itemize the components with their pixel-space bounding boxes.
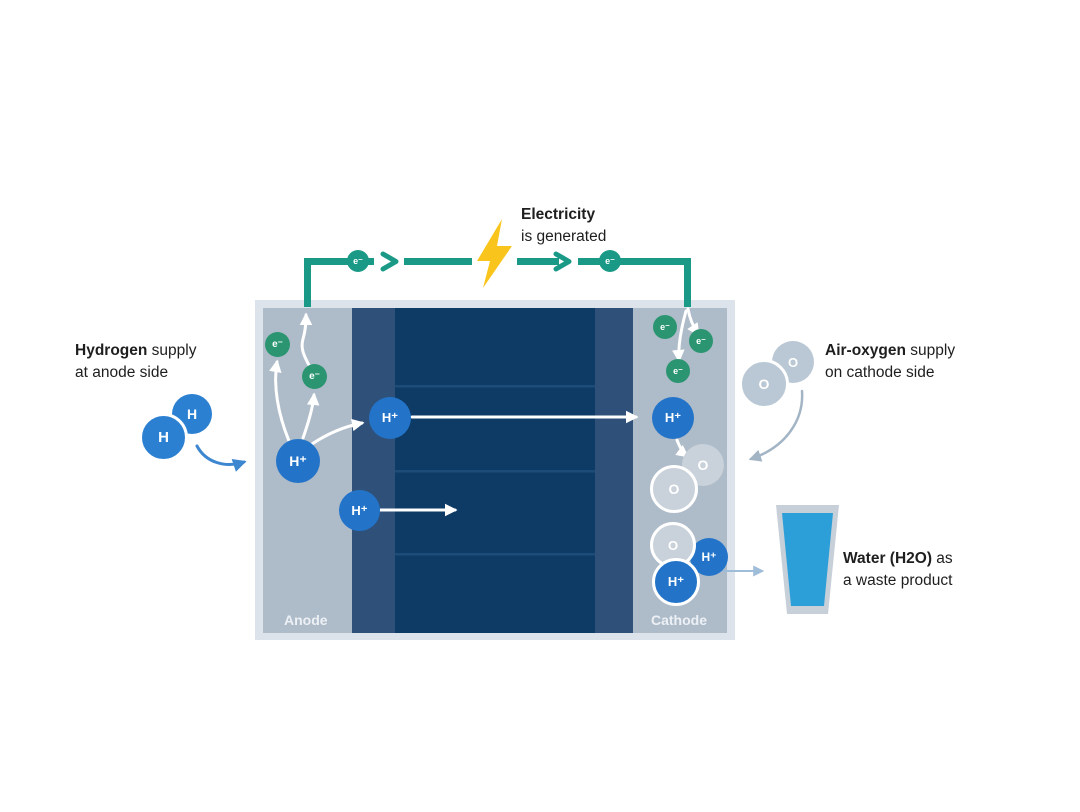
electron-anode-1: e⁻ — [265, 332, 290, 357]
electron-cathode-3: e⁻ — [666, 359, 690, 383]
circuit-wire-segment-c — [517, 258, 559, 265]
proton-to-electrode-arrow — [310, 418, 365, 446]
air-oxygen-supply-arrow — [748, 389, 804, 462]
circuit-wire-segment-d — [578, 258, 691, 265]
water-product-label: Water (H2O) as a waste product — [843, 550, 953, 589]
lightning-bolt-icon — [477, 219, 512, 288]
circuit-wire-right-vertical — [684, 258, 691, 307]
electricity-title: Electricity — [521, 206, 596, 223]
cathode-electrode — [595, 308, 633, 633]
water-cup-fill — [782, 513, 833, 606]
hydrogen-atom-front: H — [139, 413, 188, 462]
cathode-label: Cathode — [651, 612, 707, 628]
oxygen-cathode-front: O — [650, 465, 698, 513]
water-proton-bottom: H⁺ — [652, 558, 700, 606]
proton-membrane-1: H⁺ — [369, 397, 411, 439]
proton-anode: H⁺ — [276, 439, 320, 483]
electron-anode-2: e⁻ — [302, 364, 327, 389]
circuit-wire-left-vertical — [304, 258, 311, 307]
hydrogen-supply-arrow — [195, 444, 247, 472]
wire-to-electron-arrow-2 — [672, 309, 688, 363]
electron-on-wire-left: e⁻ — [347, 250, 369, 272]
hydrogen-supply-label: Hydrogen supply at anode side — [75, 342, 197, 381]
membrane-divider-3 — [395, 553, 595, 556]
air-oxygen-supply-label: Air-oxygen supply on cathode side — [825, 342, 956, 381]
electron-cathode-1: e⁻ — [653, 315, 677, 339]
proton-membrane-2: H⁺ — [339, 490, 380, 531]
anode-label: Anode — [284, 612, 328, 628]
wire-arrow-left-icon — [380, 251, 399, 272]
electron-arrow-1 — [269, 359, 291, 443]
circuit-wire-segment-b — [404, 258, 472, 265]
electricity-label: Electricity is generated — [521, 204, 606, 248]
electricity-subtitle: is generated — [521, 228, 607, 245]
anode-electrode — [352, 308, 395, 633]
membrane-divider-1 — [395, 385, 595, 388]
electron-arrow-2 — [301, 392, 320, 440]
electron-cathode-2: e⁻ — [689, 329, 713, 353]
wire-arrow-right-icon — [553, 251, 572, 272]
electron-on-wire-right: e⁻ — [599, 250, 621, 272]
membrane-divider-2 — [395, 470, 595, 473]
air-oxygen-atom-front: O — [739, 359, 789, 409]
proton-cathode: H⁺ — [652, 397, 694, 439]
circuit-wire-segment-a — [304, 258, 374, 265]
